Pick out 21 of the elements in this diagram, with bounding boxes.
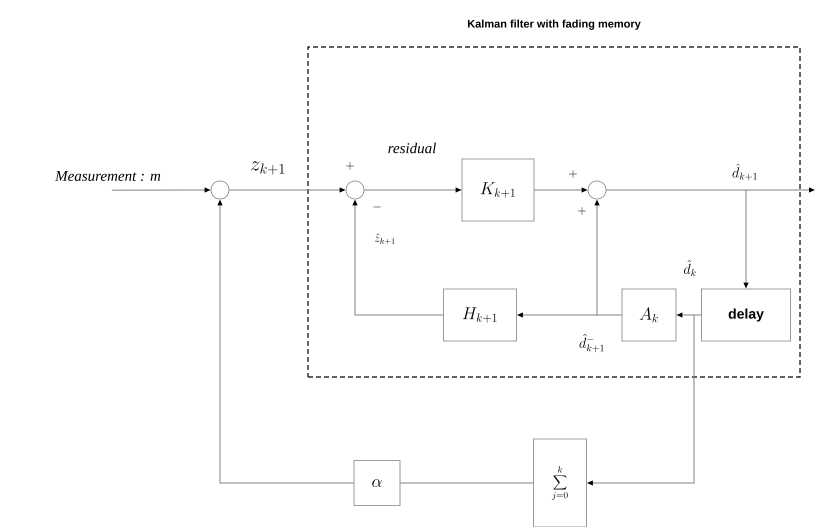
- block: $K_{k+1}$: [462, 158, 534, 222]
- signal-label: $\hat{z}_{k+1}$: [374, 234, 395, 244]
- delay-block: delay: [701, 288, 791, 342]
- signal-label: $+$: [346, 162, 354, 170]
- sum-junction: [588, 180, 606, 200]
- signal-label: $z_{k+1}$: [251, 161, 284, 175]
- block: $\sum_{j=0}^{k}$: [533, 438, 587, 527]
- sum-junction: [210, 180, 230, 200]
- input-label: Measurement : m: [55, 171, 160, 182]
- signal-label: $\hat{d}_{k+1}$: [732, 164, 757, 180]
- block: $\alpha$: [354, 460, 400, 506]
- signal-label: $+$: [569, 170, 577, 178]
- annotation: residual: [388, 142, 436, 154]
- signal-label: $\hat{d}^{-}_{k+1}$: [580, 334, 604, 352]
- signal-label: $-$: [373, 206, 381, 208]
- frame-title: Kalman filter with fading memory: [468, 20, 641, 30]
- signal-label: $+$: [578, 207, 586, 215]
- sum-junction: [346, 180, 364, 200]
- block: $A_k$: [622, 288, 676, 342]
- block: $H_{k+1}$: [443, 288, 517, 342]
- signal-label: $\hat{d}_k$: [684, 260, 696, 276]
